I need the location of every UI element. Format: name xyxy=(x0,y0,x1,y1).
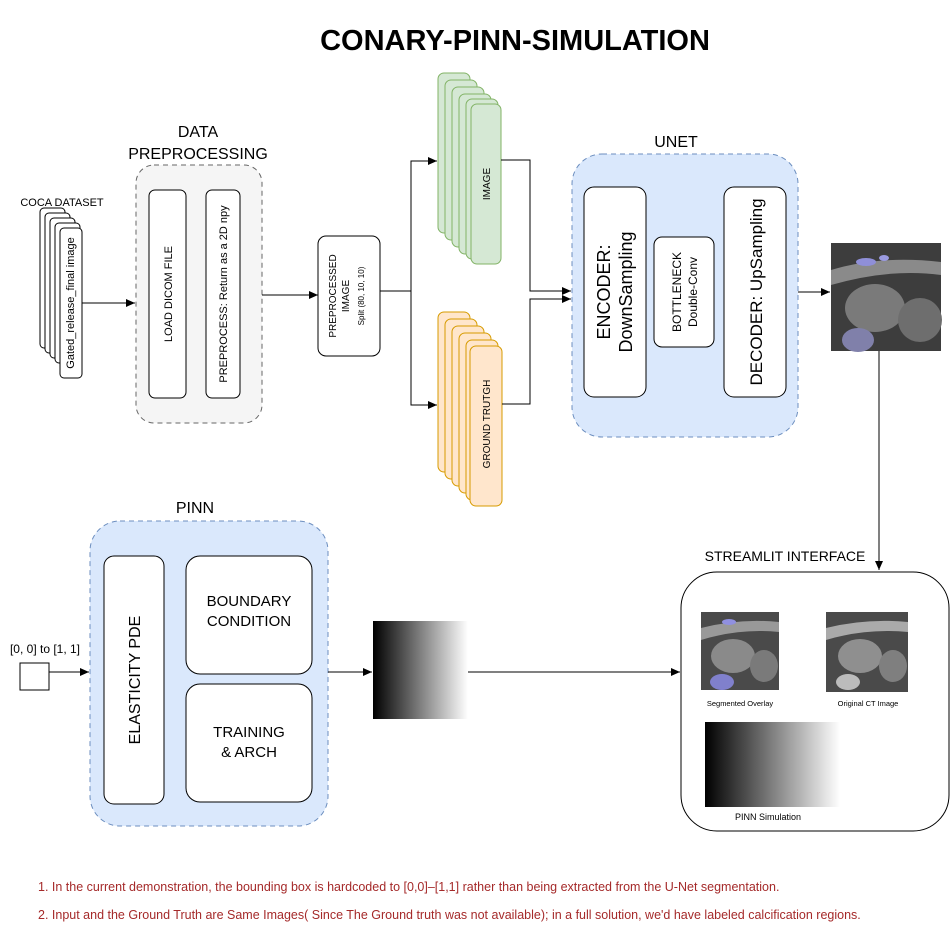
load-dicom-label: LOAD DICOM FILE xyxy=(163,246,175,342)
pinn-simulation-caption: PINN Simulation xyxy=(735,812,801,822)
preprocessing-title-line2: PREPROCESSING xyxy=(128,146,268,163)
ground-truth-label: GROUND TRUTGH xyxy=(482,380,493,469)
image-stack-label: IMAGE xyxy=(482,168,493,201)
elasticity-box xyxy=(103,555,165,805)
ground-truth-stack xyxy=(437,311,503,507)
training-line1: TRAINING xyxy=(213,724,285,741)
arrow-image-to-unet xyxy=(501,159,571,295)
decoder-label: DECODER: UpSampling xyxy=(747,198,766,385)
input-box-label: [0, 0] to [1, 1] xyxy=(10,642,80,656)
image-stack xyxy=(437,72,502,265)
segmented-ct-image xyxy=(831,243,942,352)
preprocess-box xyxy=(205,189,241,399)
bottleneck-box xyxy=(653,236,715,348)
note-2: 2. Input and the Ground Truth are Same I… xyxy=(38,908,861,922)
preprocessed-line2: IMAGE xyxy=(341,280,352,313)
dataset-label: COCA DATASET xyxy=(20,197,104,209)
arrow-to-image-stack xyxy=(380,157,437,292)
bottleneck-line1: BOTTLENECK xyxy=(670,252,684,332)
elasticity-label: ELASTICITY PDE xyxy=(127,616,144,745)
input-box xyxy=(19,662,50,691)
preprocess-label: PREPROCESS: Return as a 2D npy xyxy=(218,205,230,383)
diagram-title: CONARY-PINN-SIMULATION xyxy=(320,25,710,57)
boundary-box xyxy=(185,555,313,675)
dataset-file-label: Gated_release_final image xyxy=(65,237,77,368)
preprocessed-line1: PREPROCESSED xyxy=(328,254,339,337)
note-1: 1. In the current demonstration, the bou… xyxy=(38,880,779,894)
dataset-stack xyxy=(39,207,83,379)
decoder-box xyxy=(723,186,787,398)
training-line2: & ARCH xyxy=(221,744,277,761)
streamlit-title: STREAMLIT INTERFACE xyxy=(705,548,866,564)
preprocessed-image-box xyxy=(317,235,381,357)
encoder-line2: DownSampling xyxy=(616,231,636,352)
encoder-line1: ENCODER: xyxy=(594,244,614,339)
load-dicom-box xyxy=(148,189,187,399)
pinn-simulation-gradient xyxy=(705,722,855,807)
training-box xyxy=(185,683,313,803)
arrow-to-gt-stack xyxy=(380,290,437,409)
original-caption: Original CT Image xyxy=(838,699,899,708)
encoder-box xyxy=(583,186,647,398)
preprocessed-split: Split (80, 10, 10) xyxy=(357,266,366,325)
bottleneck-line2: Double-Conv xyxy=(686,257,700,327)
overlay-caption: Segmented Overlay xyxy=(707,699,774,708)
original-ct-image xyxy=(826,612,908,692)
segmented-overlay-image xyxy=(701,612,779,690)
preprocessing-title-line1: DATA xyxy=(178,124,219,141)
boundary-line2: CONDITION xyxy=(207,613,291,630)
arrow-gt-to-unet xyxy=(502,295,571,405)
boundary-line1: BOUNDARY xyxy=(207,593,292,610)
unet-title: UNET xyxy=(654,134,698,151)
pinn-title: PINN xyxy=(176,500,214,517)
pinn-output-gradient xyxy=(373,621,468,719)
